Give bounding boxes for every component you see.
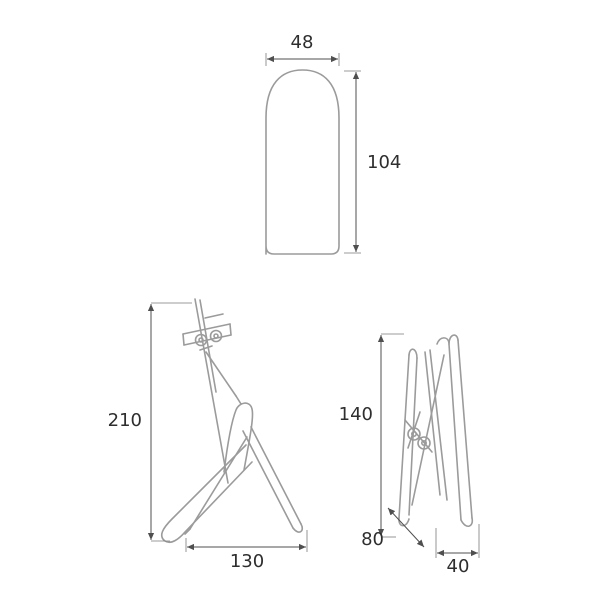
top-view-dimensions: 48 104	[265, 32, 401, 254]
clamp-knob	[209, 329, 223, 343]
right-loop-inner	[448, 343, 462, 521]
dim-line-side-depth	[387, 507, 425, 548]
inner-member	[411, 354, 445, 506]
inner-member	[424, 351, 441, 496]
dim-label-side-height: 140	[339, 404, 373, 425]
dim-label-top-height: 104	[367, 152, 401, 173]
clamp-knob	[194, 333, 208, 347]
clamp-knob-dot	[420, 439, 427, 446]
top-view-outline	[265, 69, 340, 255]
mast-line	[194, 298, 229, 484]
stick-tip	[235, 395, 242, 405]
top-hook	[436, 337, 450, 345]
clamp-cap	[229, 323, 232, 336]
left-loop-top-cap	[408, 348, 418, 359]
top-view-drawing	[265, 69, 340, 255]
clamp-cap	[182, 333, 185, 346]
clamp-knob-dot	[198, 337, 204, 343]
stick-crossbar	[199, 345, 213, 351]
dim-label-front-height: 210	[108, 410, 142, 431]
side-view-drawing	[398, 334, 474, 527]
right-loop-bottom-cap	[460, 517, 474, 527]
left-leg-loop	[160, 444, 253, 544]
side-view-dimensions: 140 80 40	[339, 333, 480, 577]
clamp-bar	[183, 334, 232, 346]
left-loop-outer	[398, 354, 410, 519]
clamp-plate	[204, 313, 224, 319]
front-view-dimensions: 210 130	[108, 302, 308, 572]
right-leg-line	[250, 426, 302, 525]
center-loop	[223, 402, 254, 473]
cross-brace	[189, 436, 248, 530]
dim-label-front-width: 130	[230, 551, 264, 572]
right-loop-top-cap	[448, 334, 459, 345]
inner-member	[429, 349, 448, 501]
right-loop-outer	[457, 339, 473, 519]
dim-label-side-depth: 80	[361, 529, 384, 550]
right-leg-line	[242, 430, 294, 529]
clamp-knob-dot	[213, 333, 219, 339]
dim-label-top-width: 48	[291, 32, 314, 53]
clamp-knob	[417, 436, 431, 450]
right-leg-foot	[292, 523, 304, 533]
stick-line	[205, 351, 237, 397]
mast-line-2	[199, 299, 217, 393]
clamp-bracket	[407, 411, 421, 449]
front-view-drawing	[160, 298, 304, 544]
clamp-bracket	[404, 419, 433, 453]
cross-brace-foot	[184, 528, 191, 535]
clamp-bar	[182, 323, 231, 335]
dim-label-side-width: 40	[447, 556, 470, 577]
